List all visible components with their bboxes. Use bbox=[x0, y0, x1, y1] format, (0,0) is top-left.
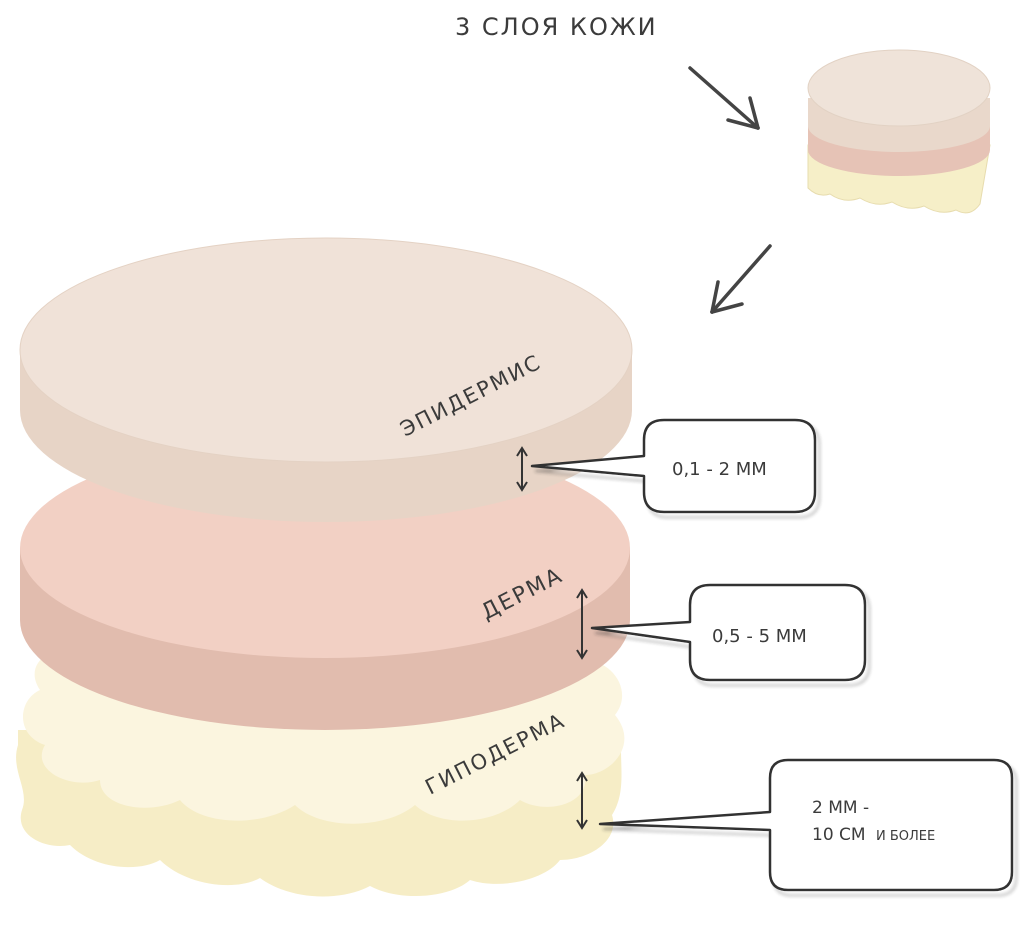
epidermis-layer bbox=[19, 237, 633, 522]
hypodermis-thickness-suffix: И БОЛЕЕ bbox=[876, 829, 935, 844]
epidermis-thickness-marker bbox=[516, 446, 528, 492]
epidermis-thickness-text: 0,1 - 2 ММ bbox=[672, 459, 767, 480]
small-epidermis-top bbox=[807, 49, 991, 127]
arrow-to-small-icon bbox=[688, 66, 760, 130]
hypodermis-thickness-marker bbox=[576, 771, 588, 830]
dermis-thickness-text: 0,5 - 5 ММ bbox=[712, 626, 807, 647]
small-skin-stack bbox=[807, 49, 991, 214]
dermis-callout bbox=[590, 583, 867, 682]
epidermis-top bbox=[19, 237, 633, 463]
hypodermis-thickness-line2: 10 СМ bbox=[812, 825, 866, 845]
arrow-to-large-icon bbox=[710, 244, 772, 314]
hypodermis-thickness-line1: 2 ММ - bbox=[812, 798, 869, 818]
epidermis-callout bbox=[530, 418, 817, 514]
dermis-thickness-marker bbox=[576, 588, 588, 660]
diagram-title: 3 СЛОЯ КОЖИ bbox=[455, 13, 658, 41]
hypodermis-callout bbox=[598, 758, 1014, 892]
